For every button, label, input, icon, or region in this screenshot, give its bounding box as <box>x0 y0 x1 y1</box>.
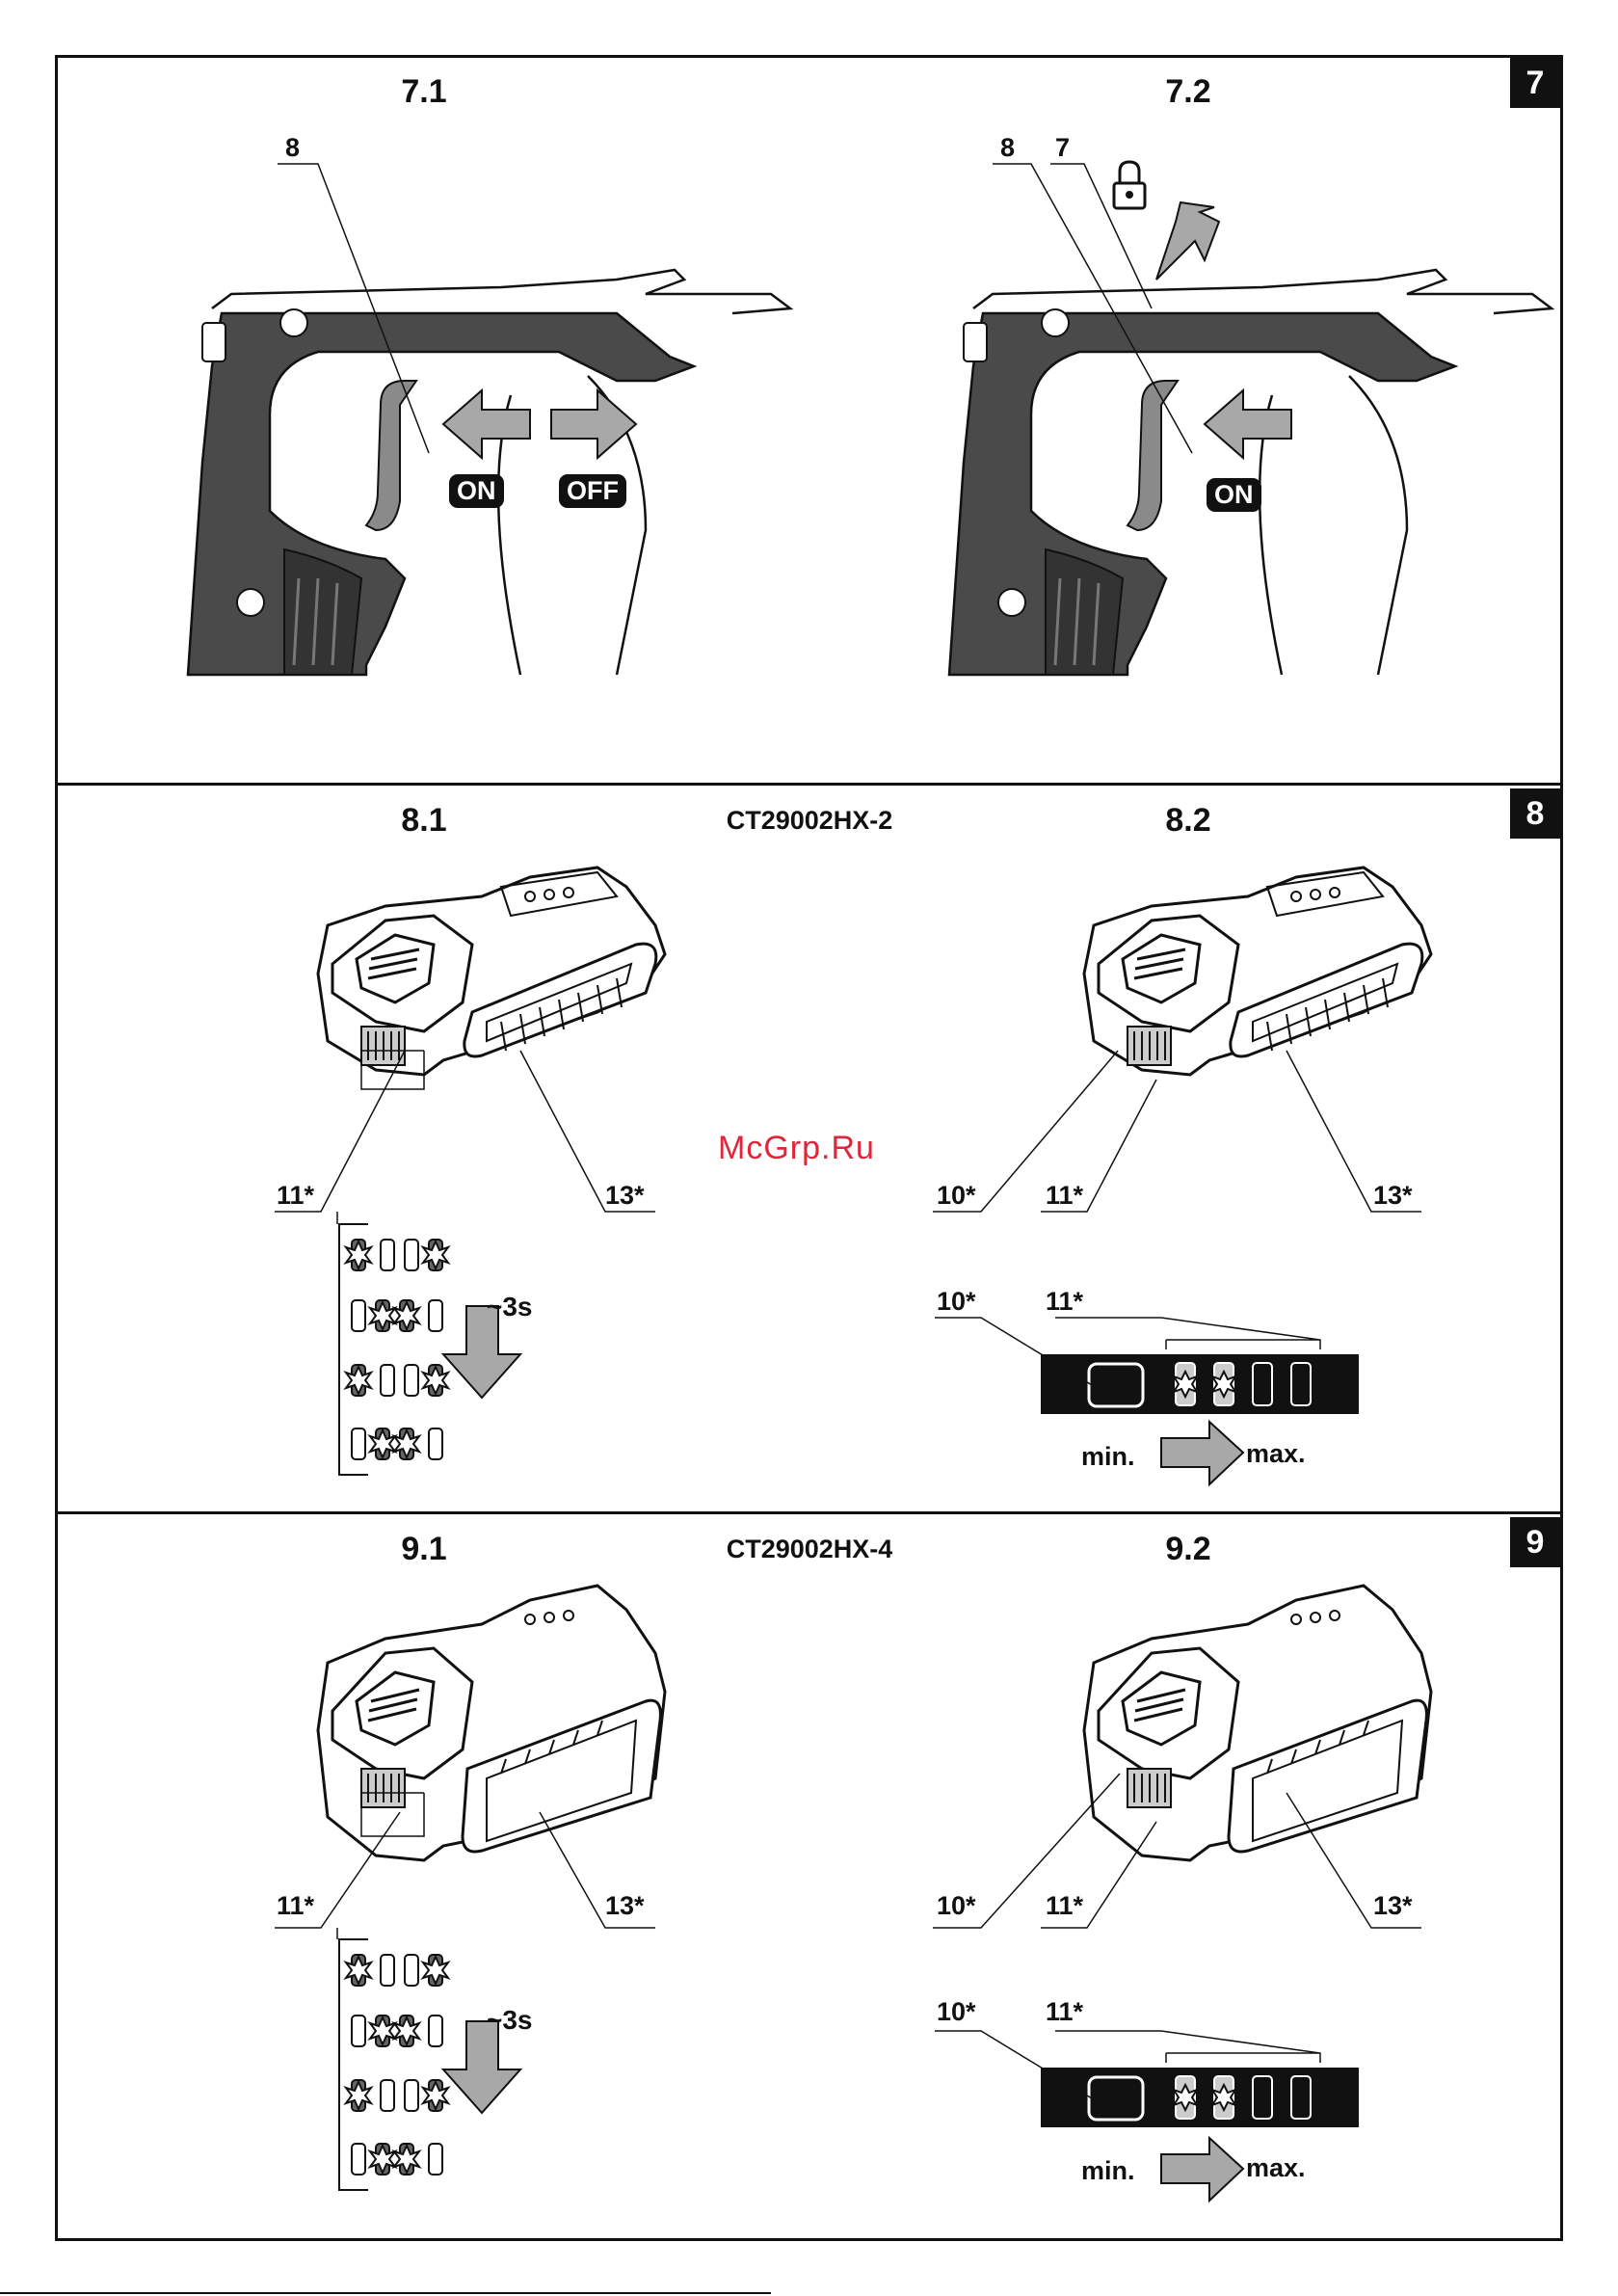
callout-10: 10* <box>937 1997 976 2027</box>
callout-11: 11* <box>1046 1997 1083 2027</box>
callout-10: 10* <box>937 1891 976 1921</box>
max-label: max. <box>1246 1439 1306 1469</box>
callout-8: 8 <box>285 133 300 163</box>
watermark: McGrp.Ru <box>718 1130 875 1167</box>
callout-11: 11* <box>277 1891 314 1921</box>
on-label: ON <box>449 474 504 508</box>
max-label: max. <box>1246 2153 1306 2183</box>
callout-11: 11* <box>1046 1891 1083 1921</box>
approx-time-label: ~3s <box>487 2005 533 2036</box>
min-label: min. <box>1081 1442 1135 1472</box>
arrow-right-icon <box>551 390 636 458</box>
arrow-right-icon <box>1161 1422 1243 1484</box>
callout-10: 10* <box>937 1181 976 1211</box>
callout-13: 13* <box>605 1891 645 1921</box>
callout-13: 13* <box>605 1181 645 1211</box>
arrow-down-icon <box>1156 202 1219 280</box>
callout-8: 8 <box>1000 133 1015 163</box>
min-label: min. <box>1081 2156 1135 2186</box>
callout-7: 7 <box>1055 133 1070 163</box>
callout-11: 11* <box>277 1181 314 1211</box>
arrow-right-icon <box>1161 2138 1243 2201</box>
callout-13: 13* <box>1373 1891 1413 1921</box>
bottom-rule <box>0 2292 771 2294</box>
callout-10: 10* <box>937 1287 976 1317</box>
callout-13: 13* <box>1373 1181 1413 1211</box>
lock-icon <box>1114 162 1145 208</box>
callout-11: 11* <box>1046 1181 1083 1211</box>
off-label: OFF <box>559 474 626 508</box>
callout-11: 11* <box>1046 1287 1083 1317</box>
on-label: ON <box>1207 478 1261 512</box>
arrow-left-icon <box>443 390 530 458</box>
approx-time-label: ~3s <box>487 1292 533 1322</box>
arrow-left-icon <box>1205 390 1291 458</box>
